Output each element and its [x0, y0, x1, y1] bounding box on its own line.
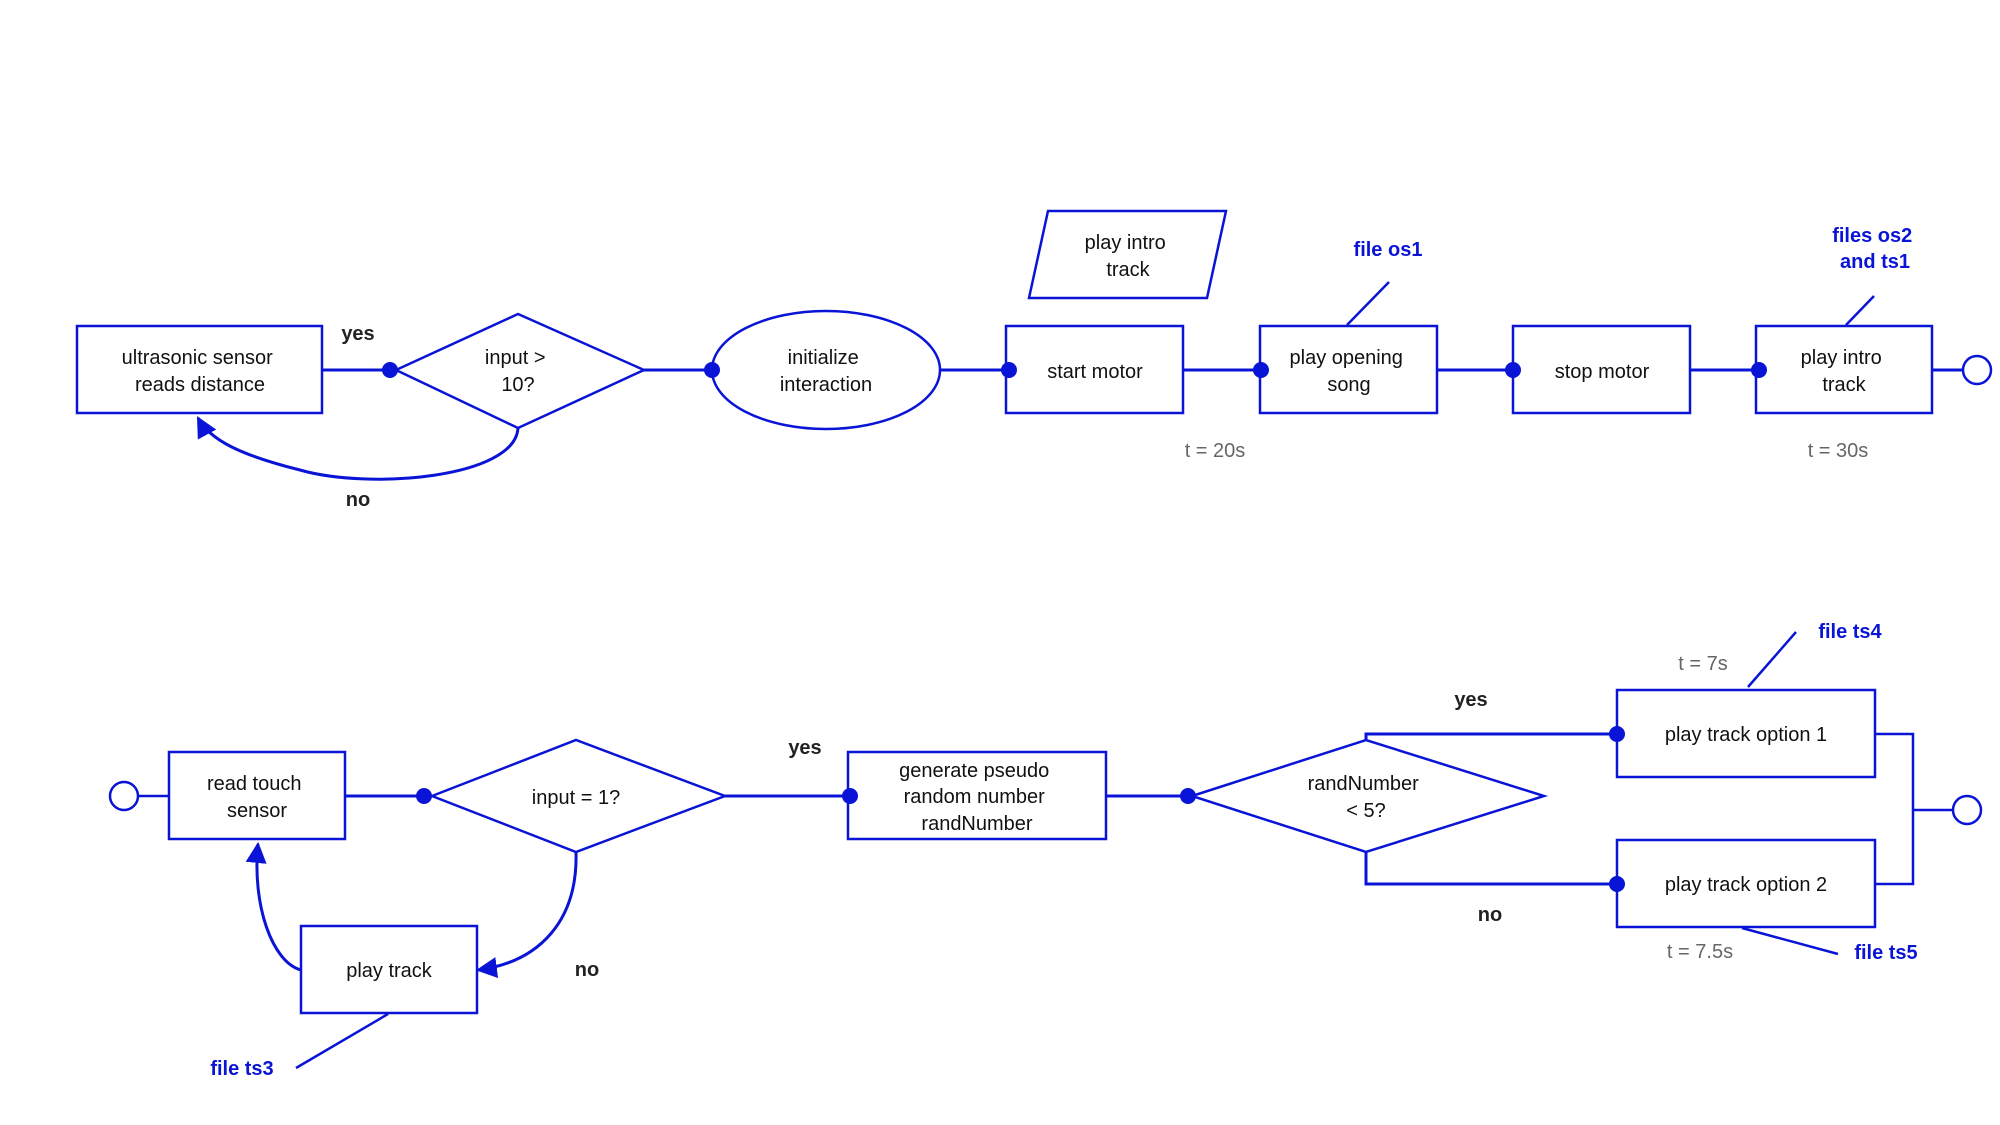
- time-7-5s: t = 7.5s: [1667, 941, 1733, 963]
- time-20s: t = 20s: [1185, 440, 1246, 462]
- no-label-rand: no: [1478, 904, 1502, 926]
- edge-rand-yes: [1364, 732, 1617, 744]
- junction-dot: [1751, 362, 1767, 378]
- junction-dot: [416, 788, 432, 804]
- junction-dot: [1505, 362, 1521, 378]
- time-30s: t = 30s: [1808, 440, 1869, 462]
- ultrasonic-sensor-label: ultrasonic sensor reads distance: [122, 347, 279, 396]
- play-track-option-2-box: [1615, 838, 1877, 929]
- initialize-interaction-ellipse: [710, 309, 942, 431]
- decision-input-gt-10-label: input > 10?: [485, 347, 551, 396]
- junction-dot: [842, 788, 858, 804]
- generate-random-box: [846, 750, 1108, 841]
- junction-dot: [1609, 876, 1625, 892]
- read-touch-sensor-label: read touch sensor: [207, 773, 307, 822]
- no-label-top: no: [346, 489, 370, 511]
- yes-label-top: yes: [341, 323, 374, 345]
- annotation-file-ts5: file ts5: [1854, 942, 1917, 964]
- yes-label-rand: yes: [1454, 689, 1487, 711]
- start-motor-label: start motor: [1047, 361, 1143, 383]
- end-terminal-top: [1961, 354, 1993, 386]
- edge-no-loop: [196, 416, 520, 481]
- end-terminal-bottom: [1951, 794, 1983, 826]
- no-label-bottom: no: [575, 959, 599, 981]
- play-track-option-1-box: [1615, 688, 1877, 779]
- play-intro-track-box: [1754, 324, 1934, 415]
- annotation-file-ts4: file ts4: [1818, 621, 1882, 643]
- leader-ts4: [1747, 631, 1797, 688]
- play-opening-song-label: play opening song: [1290, 347, 1409, 396]
- play-track-option-1-label: play track option 1: [1665, 724, 1827, 746]
- junction-dot: [382, 362, 398, 378]
- leader-ts3: [295, 1012, 389, 1070]
- stop-motor-label: stop motor: [1555, 361, 1650, 383]
- generate-random-label: generate pseudo random number randNumber: [899, 760, 1055, 835]
- leader-ts5: [1741, 926, 1839, 956]
- play-opening-song-box: [1258, 324, 1439, 415]
- yes-label-bottom: yes: [788, 737, 821, 759]
- junction-dot: [1001, 362, 1017, 378]
- junction-dot: [704, 362, 720, 378]
- play-intro-parallelogram-label: play intro track: [1085, 232, 1172, 281]
- junction-dot: [1180, 788, 1196, 804]
- edge-play-track-to-touch: [245, 841, 302, 972]
- decision-randnumber-lt-5: [1187, 738, 1549, 854]
- edge-merge-options: [1875, 732, 1915, 886]
- play-track-box: [299, 924, 479, 1015]
- time-7s: t = 7s: [1678, 653, 1727, 675]
- top-flow: ultrasonic sensor reads distance input >…: [75, 209, 1993, 511]
- decision-randnumber-label: randNumber < 5?: [1308, 773, 1425, 822]
- edge-no-to-play-track: [475, 851, 578, 978]
- junction-dot: [1253, 362, 1269, 378]
- decision-input-gt-10: [393, 312, 648, 430]
- edge-rand-no: [1364, 852, 1617, 886]
- initialize-interaction-label: initialize interaction: [780, 347, 872, 396]
- leader-os2-ts1: [1845, 295, 1875, 326]
- start-terminal-bottom: [108, 780, 140, 812]
- annotation-files-os2-ts1: files os2 and ts1: [1832, 225, 1918, 273]
- play-track-option-2-label: play track option 2: [1665, 874, 1827, 896]
- play-intro-track-parallelogram: [1027, 209, 1228, 300]
- bottom-flow: read touch sensor input = 1? play track …: [108, 621, 1983, 1080]
- decision-input-eq-1: [428, 738, 729, 854]
- annotation-file-os1: file os1: [1354, 239, 1423, 261]
- annotation-file-ts3: file ts3: [210, 1058, 273, 1080]
- play-intro-track-label: play intro track: [1801, 347, 1888, 396]
- leader-os1: [1346, 281, 1390, 326]
- ultrasonic-sensor-box: [75, 324, 324, 415]
- junction-dot: [1609, 726, 1625, 742]
- stop-motor-box: [1511, 324, 1692, 415]
- read-touch-sensor-box: [167, 750, 347, 841]
- play-track-label: play track: [346, 960, 433, 982]
- decision-input-eq-1-label: input = 1?: [532, 787, 620, 809]
